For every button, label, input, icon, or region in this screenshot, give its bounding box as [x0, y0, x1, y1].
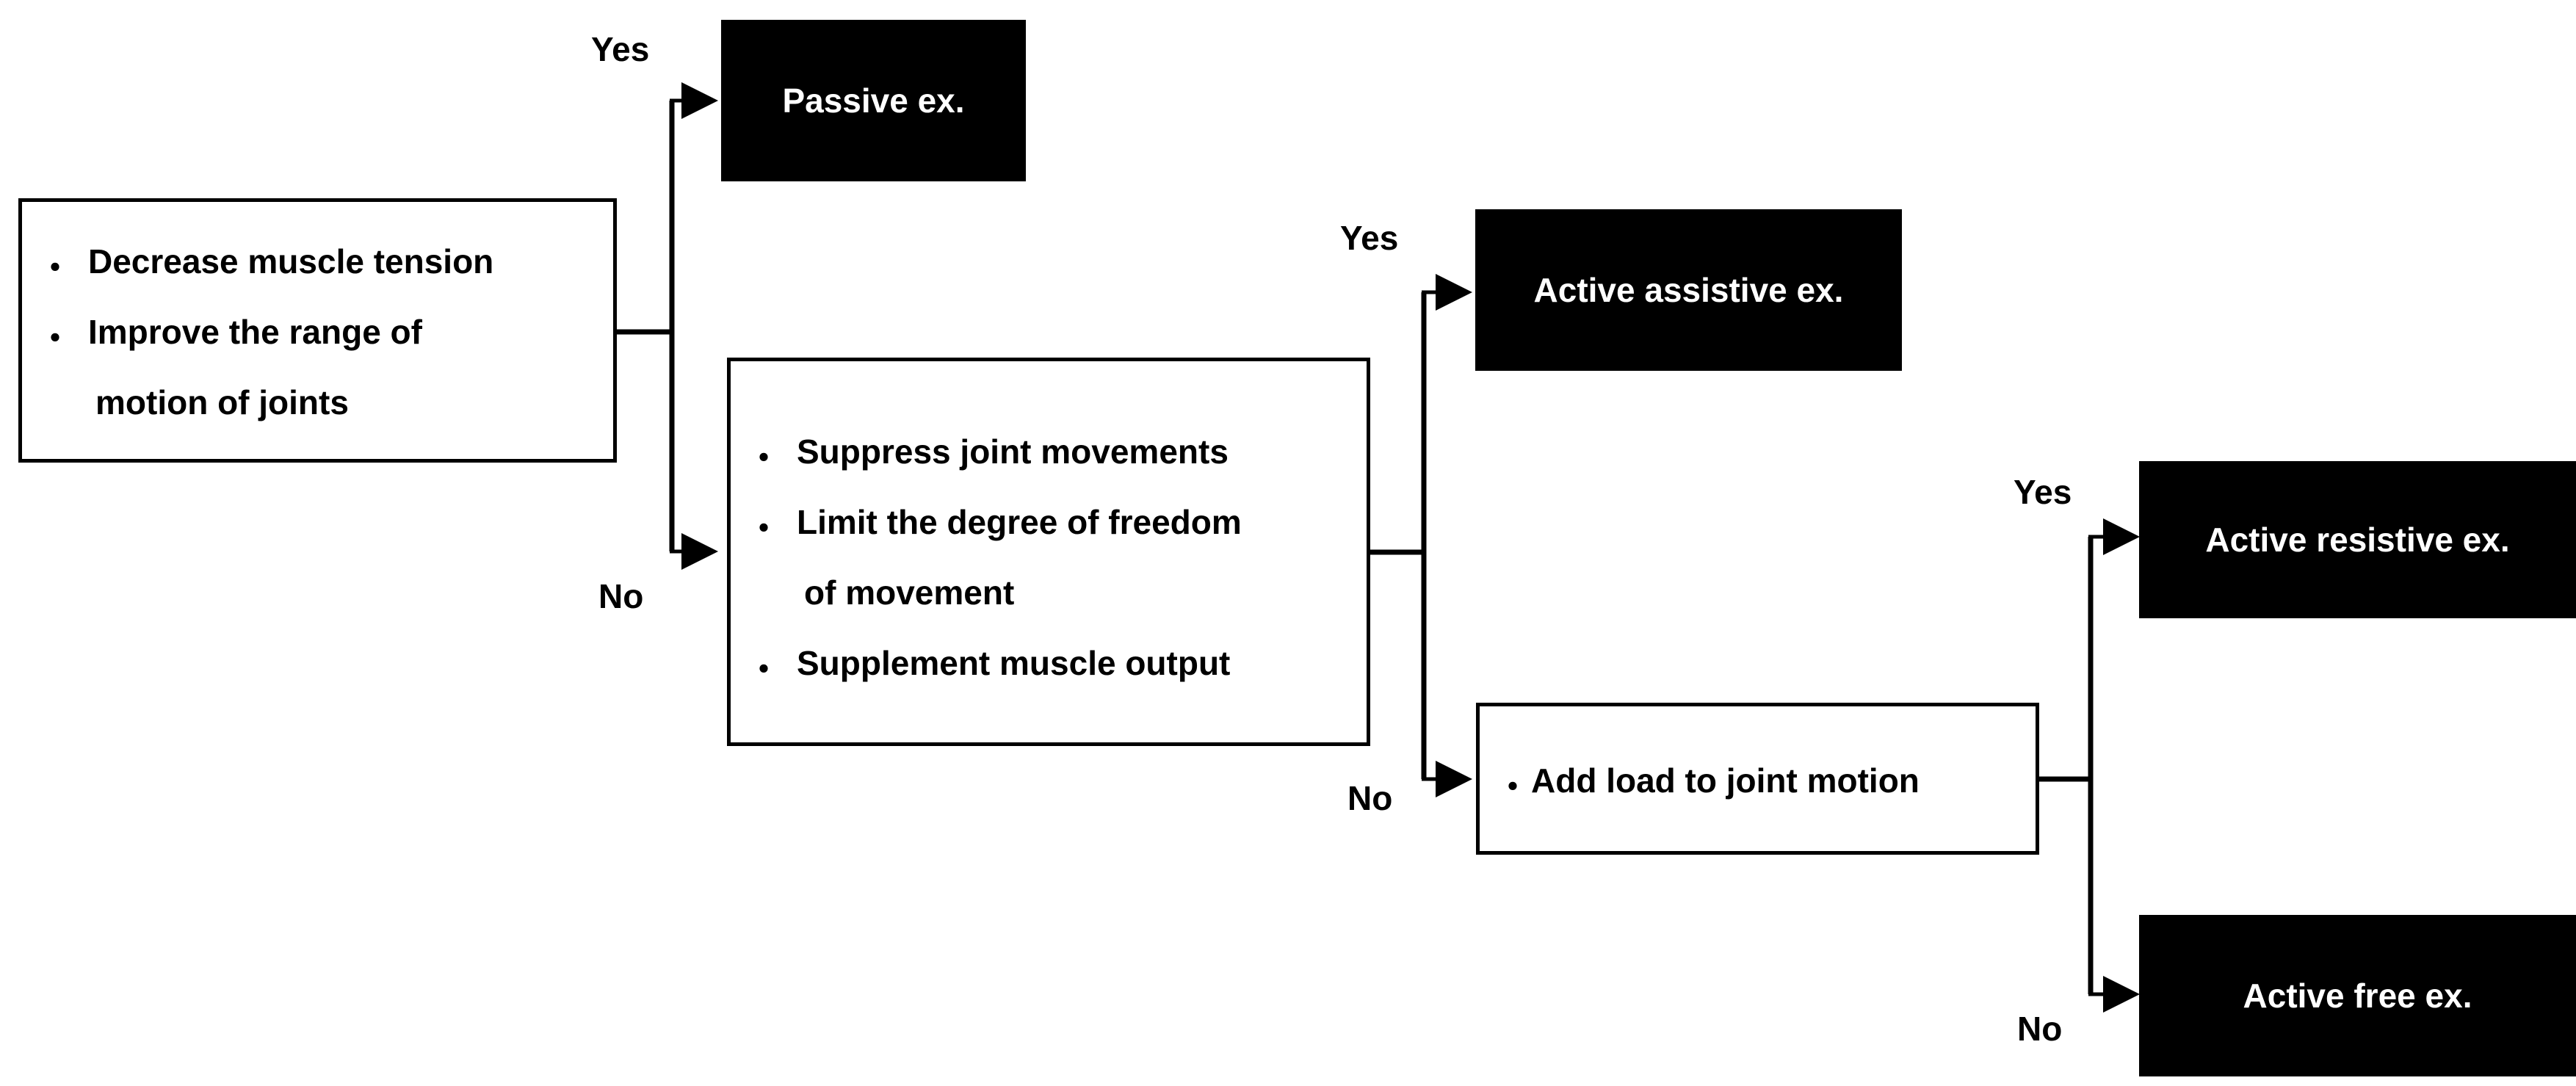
- bullet-marker: ・: [747, 439, 781, 477]
- branch-label-yes-1: Yes: [591, 30, 650, 68]
- condition-1-item-1: Decrease muscle tension: [88, 242, 494, 280]
- condition-1-item-2-cont: motion of joints: [95, 383, 349, 421]
- bullet-marker: ・: [747, 651, 781, 689]
- condition-1-item-2: Improve the range of: [88, 313, 422, 351]
- branch-label-no-3: No: [2017, 1010, 2063, 1048]
- bullet-marker: ・: [38, 319, 72, 358]
- outcome-active-free-exercise: Active free ex.: [2139, 915, 2576, 1076]
- bullet-marker: ・: [747, 510, 781, 548]
- condition-2-item-1: Suppress joint movements: [797, 432, 1229, 471]
- condition-2-item-2: Limit the degree of freedom: [797, 503, 1242, 541]
- outcome-passive-exercise: Passive ex.: [721, 20, 1026, 181]
- branch-label-no-1: No: [598, 577, 644, 615]
- outcome-active-resistive-exercise: Active resistive ex.: [2139, 461, 2576, 618]
- condition-box-muscle-tension: ・ Decrease muscle tension ・ Improve the …: [18, 198, 617, 463]
- condition-box-add-load: ・ Add load to joint motion: [1476, 703, 2039, 855]
- bullet-marker: ・: [1496, 768, 1530, 806]
- condition-2-item-2-cont: of movement: [804, 573, 1015, 612]
- condition-3-item-1: Add load to joint motion: [1531, 761, 1920, 800]
- branch-label-yes-2: Yes: [1340, 219, 1399, 257]
- branch-label-no-2: No: [1347, 779, 1393, 817]
- condition-box-joint-movements: ・ Suppress joint movements ・ Limit the d…: [727, 358, 1370, 746]
- branch-label-yes-3: Yes: [2014, 473, 2072, 511]
- bullet-marker: ・: [38, 249, 72, 287]
- condition-2-item-3: Supplement muscle output: [797, 644, 1231, 682]
- outcome-active-assistive-exercise: Active assistive ex.: [1475, 209, 1902, 371]
